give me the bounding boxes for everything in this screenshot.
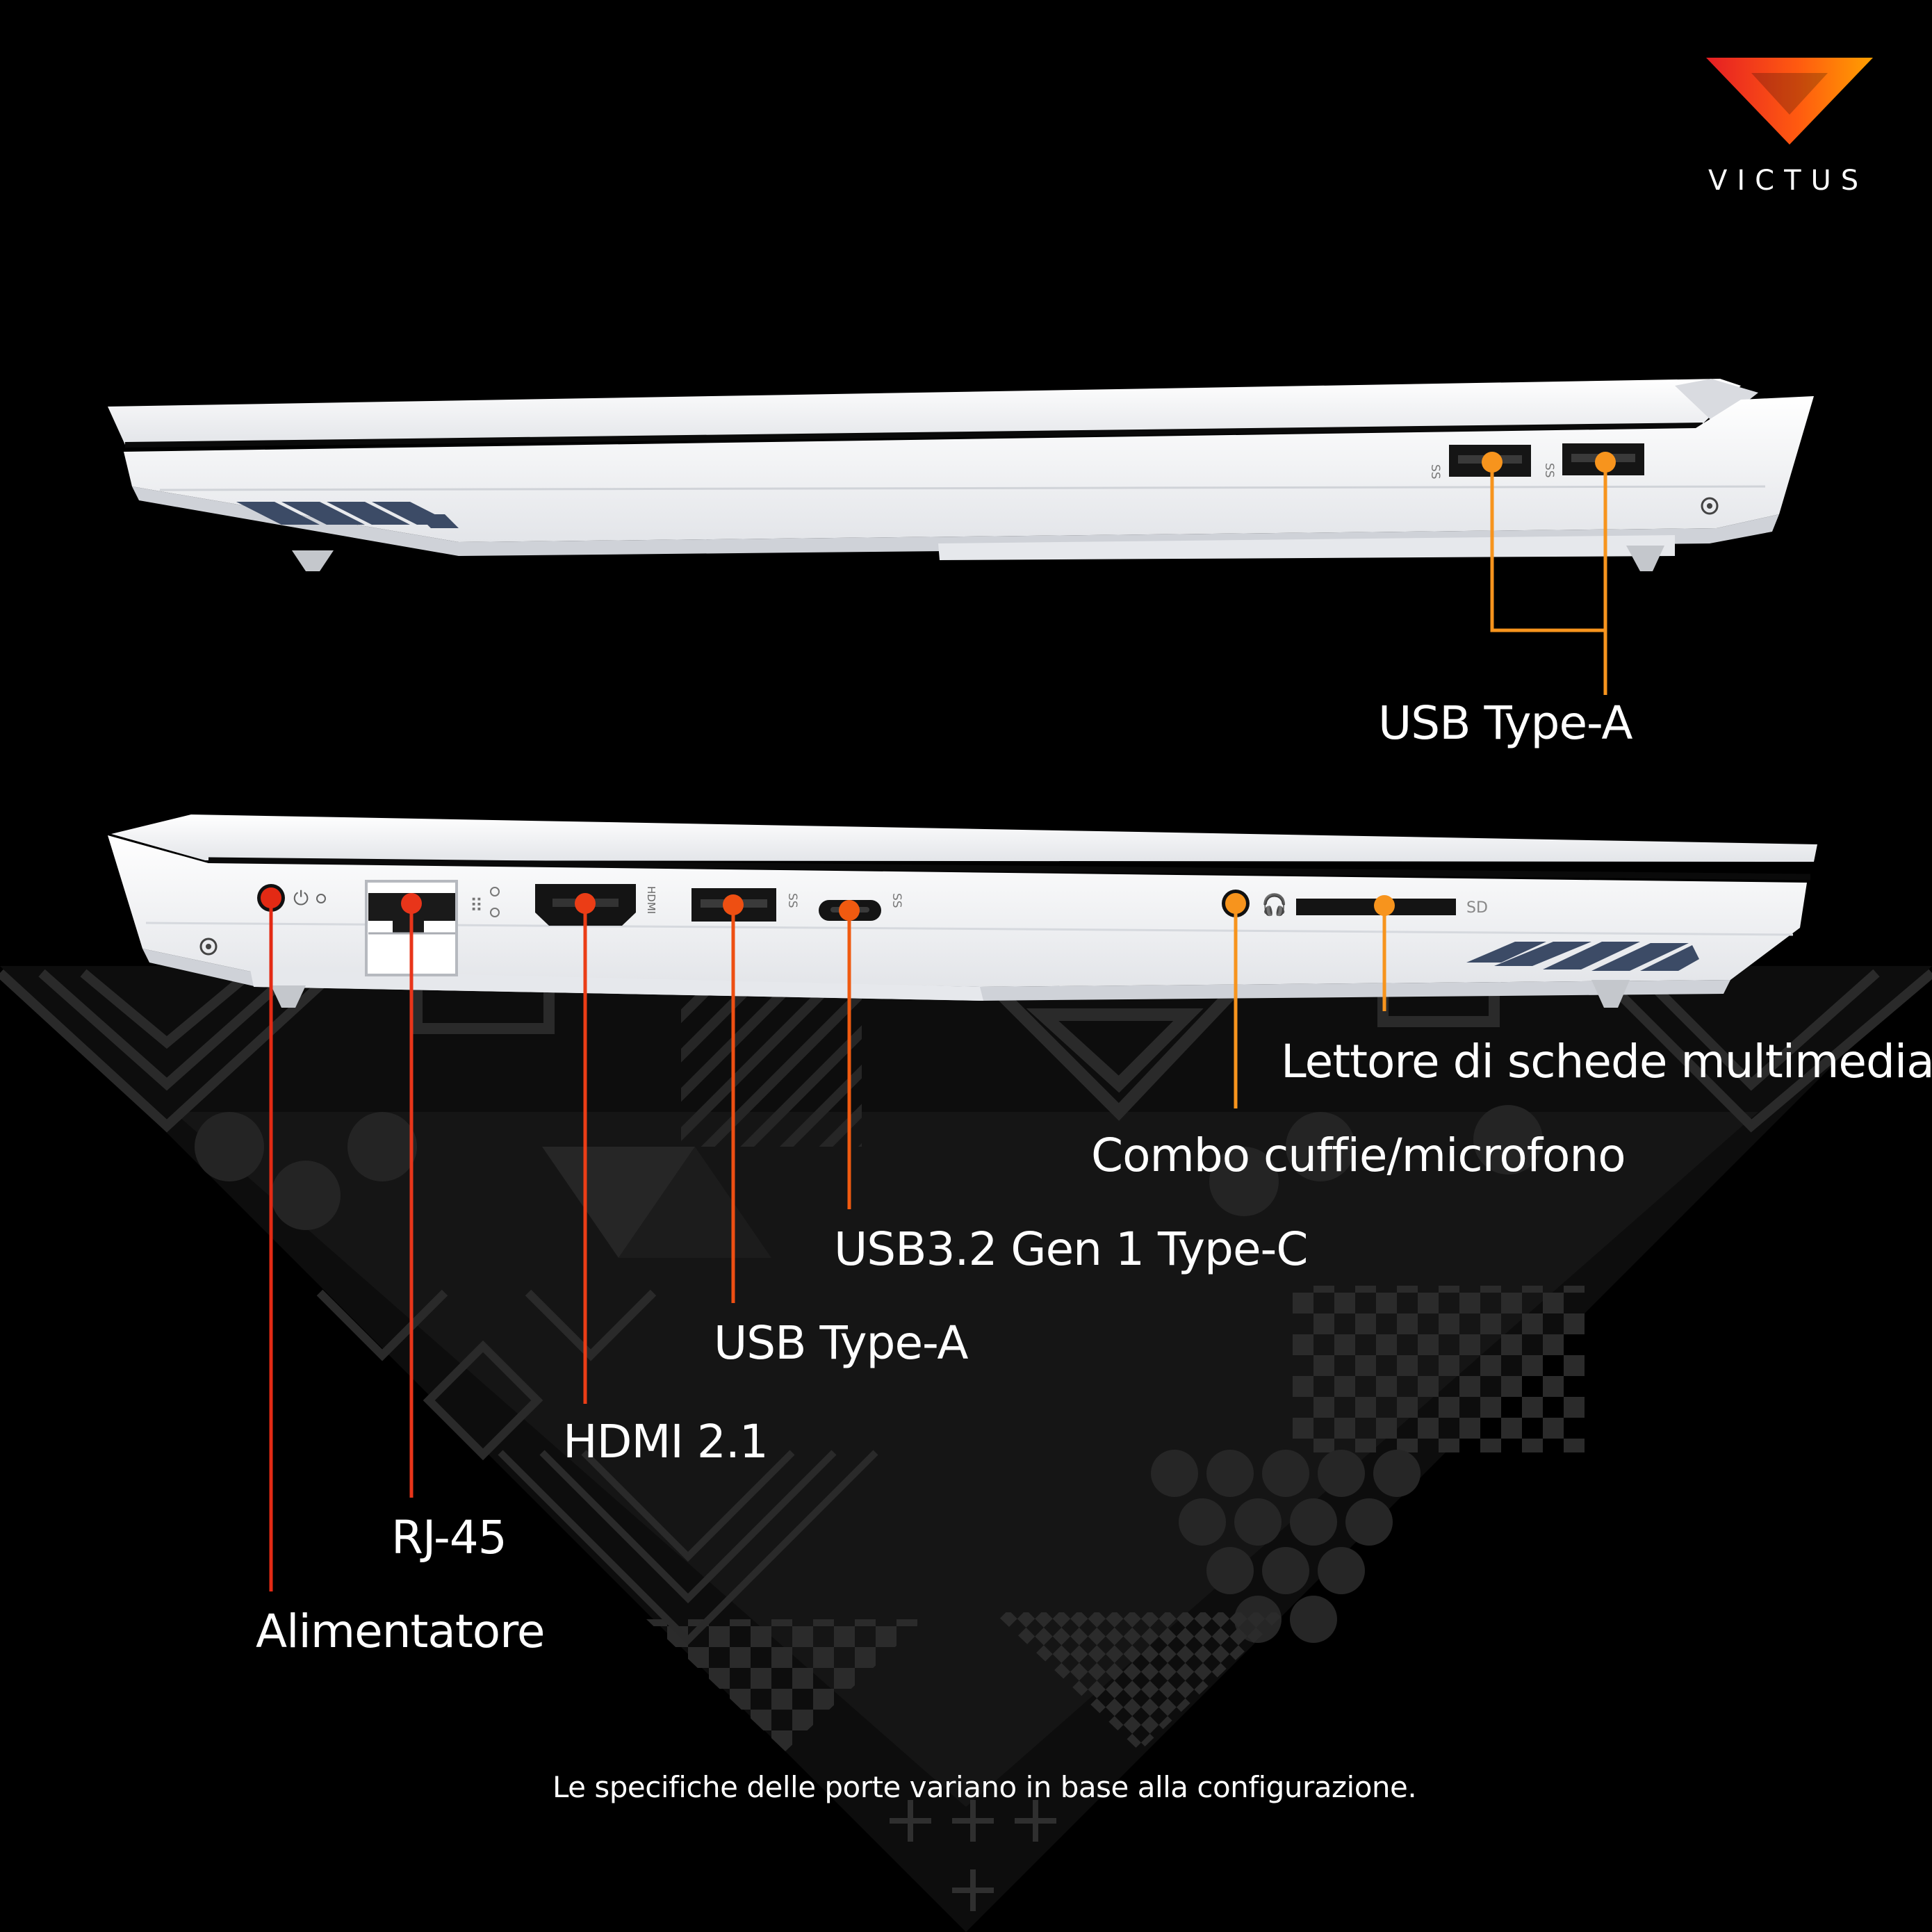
network-icon: ⠿ [470, 896, 483, 917]
ss-mark-icon: SS [1542, 463, 1556, 478]
ss-mark-icon: SS [890, 893, 903, 908]
label-left-usb-a: USB Type-A [714, 1316, 969, 1370]
victus-logo [1706, 58, 1873, 145]
label-right-usb-a: USB Type-A [1378, 696, 1633, 750]
label-usb-c: USB3.2 Gen 1 Type-C [834, 1222, 1308, 1276]
callout-dots [261, 452, 1616, 921]
power-plug-icon: ⏻ [293, 887, 309, 910]
laptop-left-side: ⏻ ⠿ HDMI SS SS [108, 814, 1817, 1008]
label-power: Alimentatore [256, 1605, 545, 1658]
callouts [269, 462, 1607, 1591]
ss-mark-icon: SS [1428, 464, 1442, 480]
label-rj45: RJ-45 [391, 1511, 507, 1564]
footnote: Le specifiche delle porte variano in bas… [552, 1770, 1417, 1804]
label-card-reader: Lettore di schede multimediali [1281, 1035, 1932, 1088]
sd-mark: SD [1466, 899, 1488, 917]
callout-line-right-usb-a [1490, 462, 1607, 632]
laptop-right-side: SS SS [108, 379, 1814, 571]
ss-mark-icon: SS [785, 893, 799, 908]
label-audio-combo: Combo cuffie/microfono [1091, 1129, 1626, 1182]
hdmi-mark-icon: HDMI [645, 886, 657, 914]
background-pattern [0, 960, 1932, 1932]
brand-wordmark: VICTUS [1708, 165, 1869, 197]
label-hdmi: HDMI 2.1 [563, 1415, 769, 1468]
headphone-icon: 🎧 [1261, 892, 1287, 917]
victus-chevron-icon [1706, 58, 1873, 145]
